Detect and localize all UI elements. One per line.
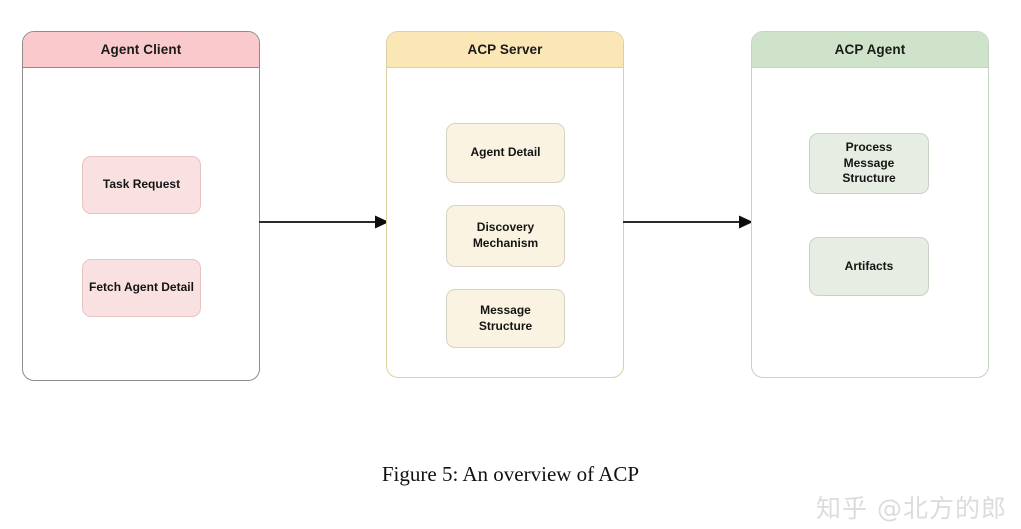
node-message-structure[interactable]: Message Structure bbox=[446, 289, 565, 348]
panel-acp-agent-body: Process Message Structure Artifacts bbox=[752, 68, 988, 377]
node-discovery-mechanism[interactable]: Discovery Mechanism bbox=[446, 205, 565, 267]
figure-caption: Figure 5: An overview of ACP bbox=[381, 462, 640, 486]
node-artifacts[interactable]: Artifacts bbox=[809, 237, 929, 296]
node-agent-detail[interactable]: Agent Detail bbox=[446, 123, 565, 183]
panel-agent-client: Agent Client Task Request Fetch Agent De… bbox=[22, 31, 260, 381]
node-fetch-agent-detail[interactable]: Fetch Agent Detail bbox=[82, 259, 201, 317]
arrow-client-to-server bbox=[258, 210, 390, 239]
panel-acp-agent-title: ACP Agent bbox=[752, 32, 988, 68]
node-task-request[interactable]: Task Request bbox=[82, 156, 201, 214]
panel-acp-server: ACP Server Agent Detail Discovery Mechan… bbox=[386, 31, 624, 378]
panel-acp-server-title: ACP Server bbox=[387, 32, 623, 68]
watermark: 知乎 @北方的郎 bbox=[816, 494, 1007, 523]
arrow-server-to-agent bbox=[622, 210, 754, 239]
node-process-message-structure[interactable]: Process Message Structure bbox=[809, 133, 929, 194]
panel-agent-client-title: Agent Client bbox=[23, 32, 259, 68]
panel-acp-agent: ACP Agent Process Message Structure Arti… bbox=[751, 31, 989, 378]
panel-acp-server-body: Agent Detail Discovery Mechanism Message… bbox=[387, 68, 623, 377]
panel-agent-client-body: Task Request Fetch Agent Detail bbox=[23, 68, 259, 380]
